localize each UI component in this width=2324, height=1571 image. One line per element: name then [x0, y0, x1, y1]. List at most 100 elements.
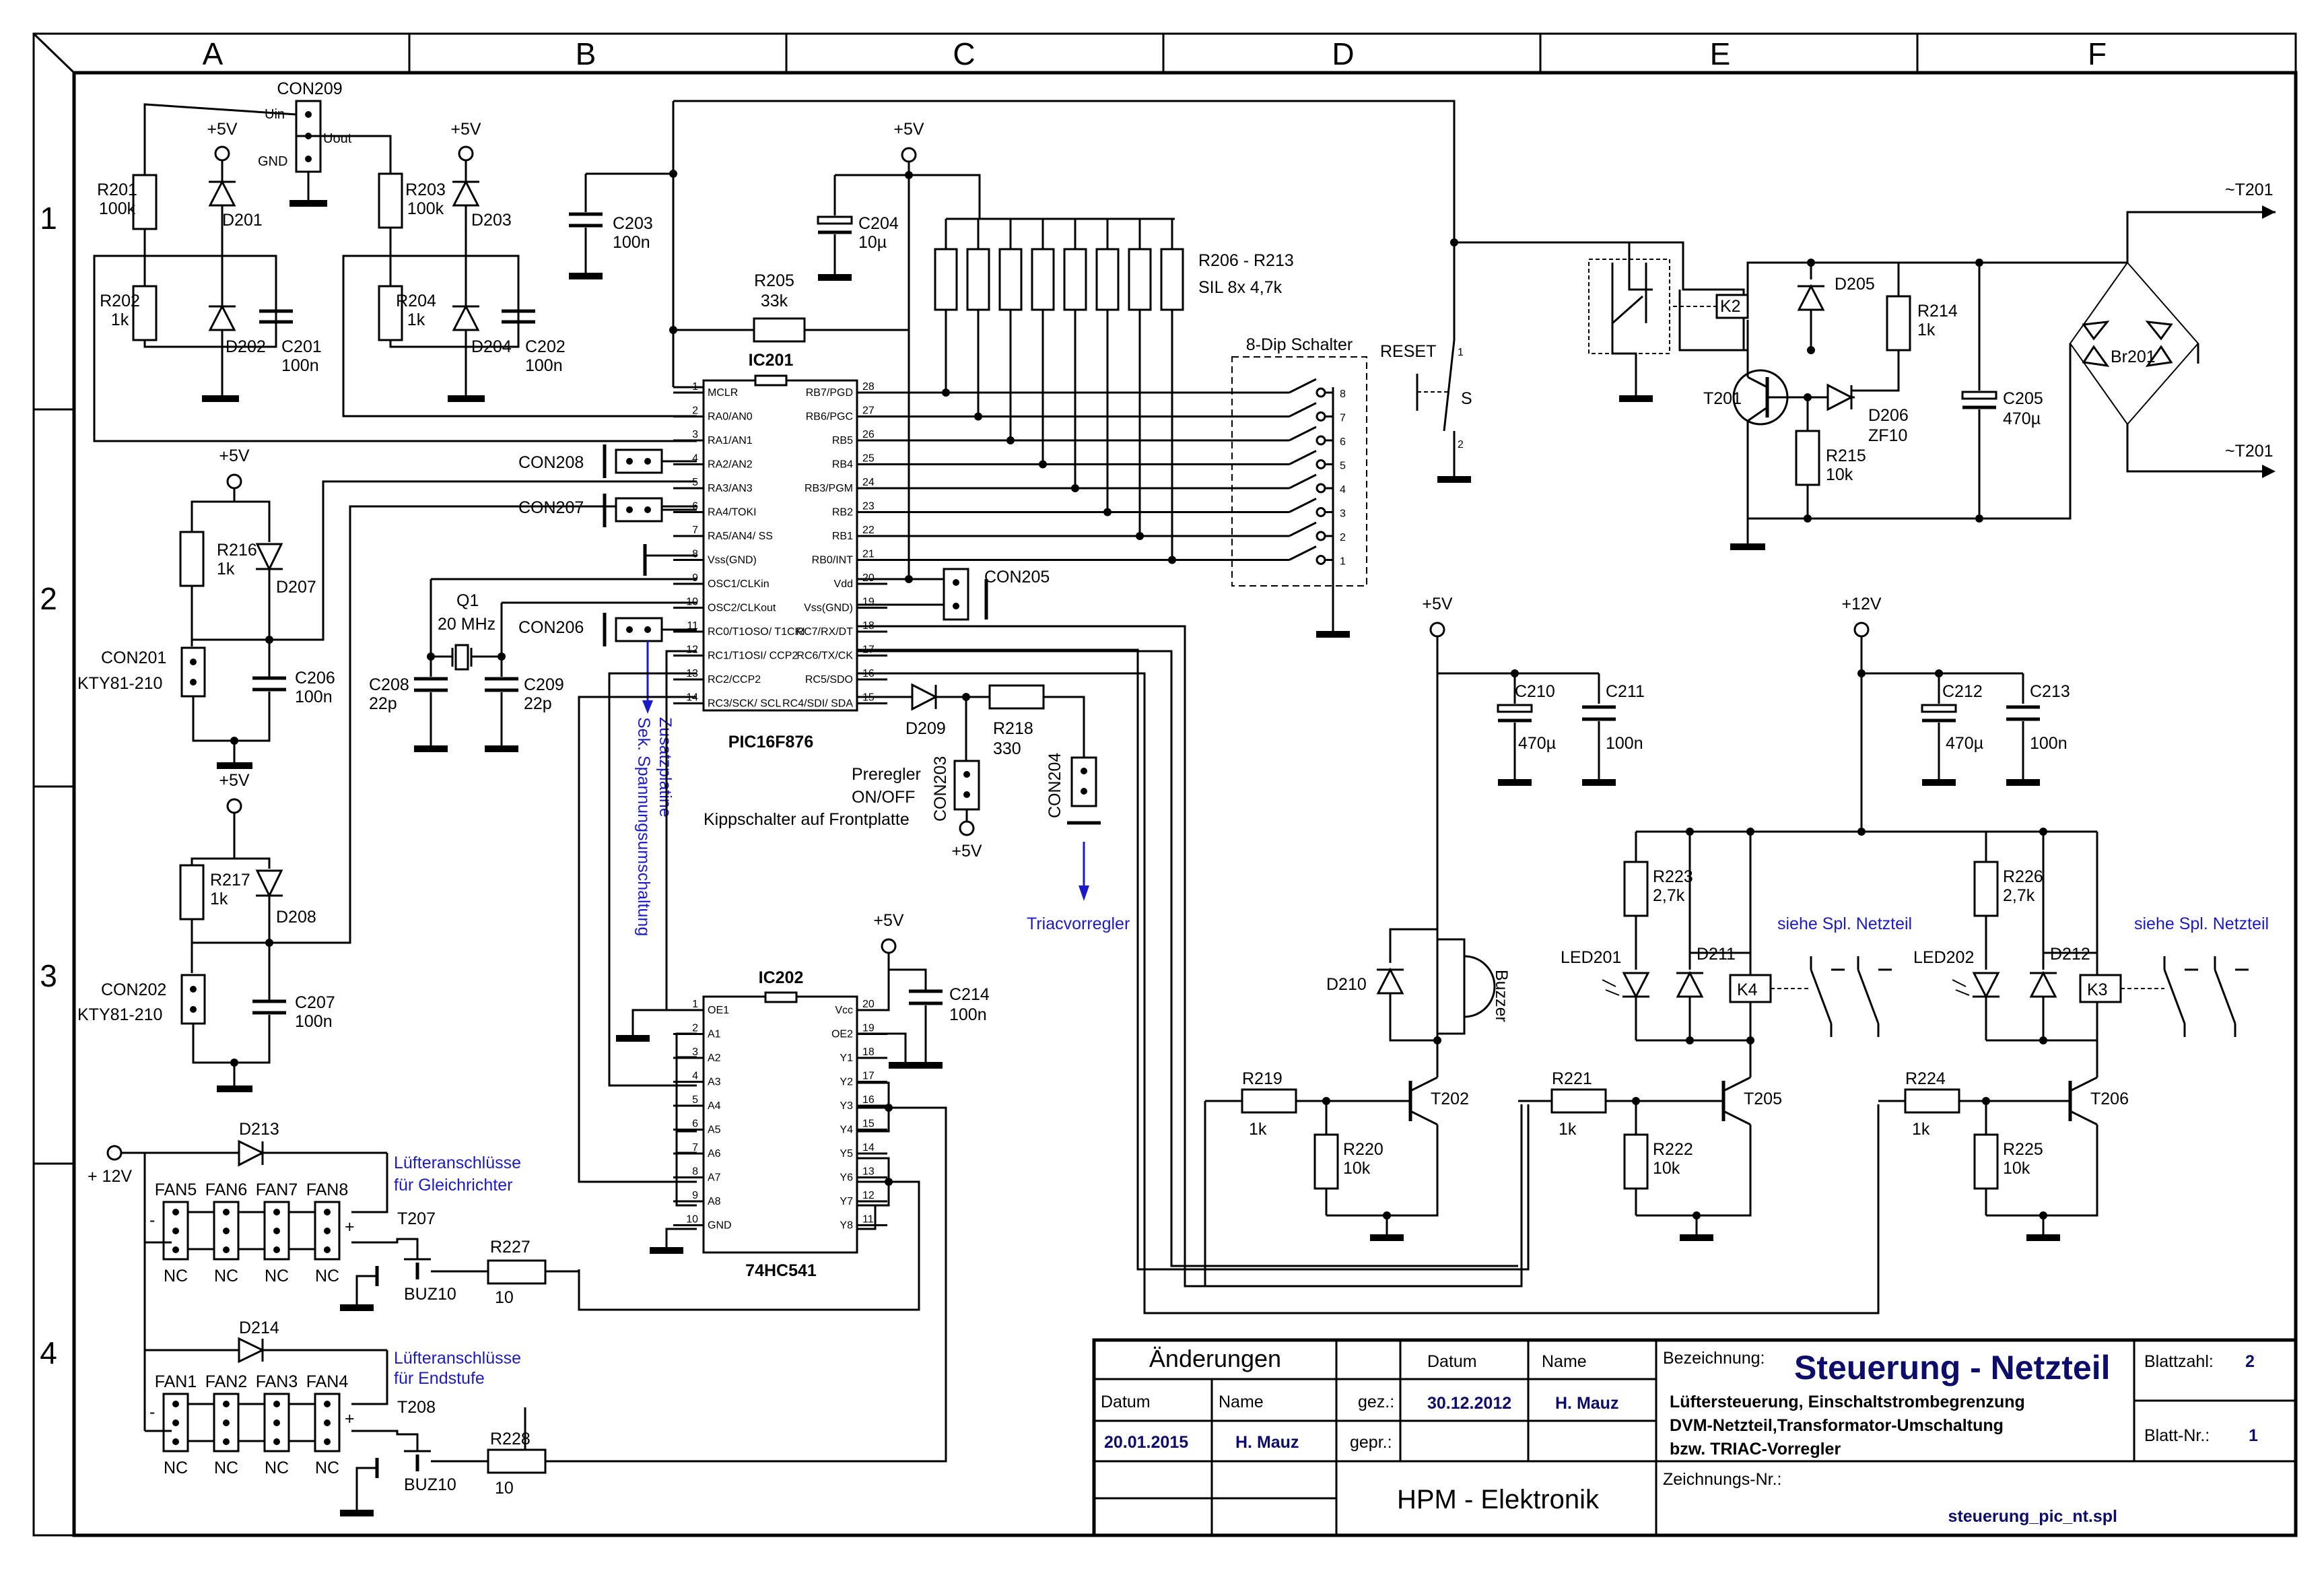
- sil-label: R206 - R213: [1198, 251, 1294, 270]
- p5v-buzzer: +5V: [1422, 595, 1453, 613]
- k3-label: K3: [2087, 980, 2108, 999]
- fan-connector-label: FAN3: [256, 1372, 298, 1391]
- ic201-pin-label: RC7/RX/DT: [796, 626, 854, 638]
- c203-value: 100n: [613, 233, 650, 252]
- d205-label: D205: [1835, 275, 1875, 294]
- con202-label: CON202: [101, 980, 166, 999]
- tb-zeichnungs-header: Zeichnungs-Nr.:: [1663, 1470, 1781, 1489]
- ic201-pin-num: 28: [862, 381, 875, 393]
- c202-value: 100n: [525, 356, 563, 375]
- r224-label: R224: [1905, 1069, 1946, 1088]
- sil-resistor: [1128, 248, 1152, 311]
- tb-name-header-2: Name: [1542, 1352, 1587, 1371]
- fan-end-label-2: für Endstufe: [394, 1369, 485, 1388]
- tb-desc-2: DVM-Netzteil,Transformator-Umschaltung: [1670, 1416, 2004, 1435]
- r219-label: R219: [1242, 1069, 1283, 1088]
- reset-label: RESET: [1380, 342, 1436, 361]
- r222-value: 10k: [1653, 1159, 1680, 1178]
- ic202-pin-label: Y2: [840, 1077, 853, 1088]
- c206-value: 100n: [295, 688, 333, 706]
- r201-value: 100k: [99, 199, 136, 218]
- fan-connector-label: FAN7: [256, 1180, 298, 1199]
- t207-label: T207: [397, 1209, 436, 1228]
- sil-resistor: [1063, 248, 1087, 311]
- t201-label: T201: [1703, 389, 1742, 408]
- con209-gnd: GND: [258, 154, 287, 169]
- ic201-pin-num: 26: [862, 429, 875, 440]
- c209-label: C209: [524, 675, 564, 694]
- ic201-pin-label: RB2: [832, 507, 853, 519]
- sil-resistor: [1031, 248, 1055, 311]
- tb-change-name: H. Mauz: [1235, 1433, 1299, 1452]
- p5v-c204: +5V: [893, 120, 924, 139]
- r204-label: R204: [396, 292, 436, 310]
- ic202-pin-num: 7: [692, 1142, 698, 1154]
- ic202-pin-num: 3: [692, 1046, 698, 1058]
- ic201-pin-label: RC6/TX/CK: [796, 650, 853, 662]
- ic202-pin-label: Y6: [840, 1172, 853, 1184]
- d212-label: D212: [2050, 945, 2090, 964]
- p12v-relays: +12V: [1841, 595, 1881, 613]
- ic201-pin-num: 24: [862, 477, 875, 488]
- r220-value: 10k: [1343, 1159, 1371, 1178]
- r203-label: R203: [405, 180, 446, 199]
- con209-section: CON209 Uin Uout GND: [143, 79, 392, 207]
- sil-resistor-network: R206 - R213 SIL 8x 4,7k: [887, 174, 1294, 564]
- ic202-pin-num: 10: [686, 1214, 698, 1226]
- r215-label: R215: [1826, 446, 1866, 465]
- ic201-pin-label: RB5: [832, 435, 853, 446]
- r227-value: 10: [495, 1288, 514, 1307]
- ic202-pin-num: 9: [692, 1190, 698, 1201]
- p12v-fan: + 12V: [88, 1167, 132, 1186]
- p5v-d201: +5V: [207, 120, 238, 139]
- p5v-con203: +5V: [951, 842, 982, 861]
- ic202-pin-label: OE1: [708, 1005, 729, 1016]
- plus-label: +: [345, 1409, 355, 1428]
- fan-section-gleichrichter: + 12V D213 Lüfteranschlüsse für Gleichri…: [88, 1120, 579, 1350]
- c212-label: C212: [1942, 682, 1983, 701]
- r217-label: R217: [210, 871, 250, 890]
- d207-label: D207: [276, 578, 316, 597]
- ic201-name: IC201: [749, 351, 794, 370]
- p5v-kty2: +5V: [219, 771, 250, 790]
- c211-label: C211: [1606, 682, 1645, 701]
- t206-label: T206: [2090, 1090, 2129, 1108]
- r215-value: 10k: [1826, 465, 1853, 484]
- p5v-kty1: +5V: [219, 446, 250, 465]
- r203-value: 100k: [407, 199, 444, 218]
- ic201-pin-label: RA0/AN0: [708, 411, 753, 423]
- zusatz-label-2: Sek. Spannungsumschaltung: [634, 717, 653, 936]
- ic201-pin-label: RB4: [832, 459, 853, 471]
- con208-label: CON208: [518, 453, 584, 472]
- d204-label: D204: [471, 337, 512, 356]
- tb-bezeichnung: Steuerung - Netzteil: [1794, 1349, 2110, 1386]
- zone-row-1: 1: [40, 201, 57, 236]
- kty-label-2: KTY81-210: [77, 1005, 162, 1024]
- buz10-label-1: BUZ10: [404, 1285, 456, 1304]
- c213-label: C213: [2030, 682, 2070, 701]
- nc-label: NC: [265, 1459, 289, 1477]
- p5v-d203: +5V: [450, 120, 481, 139]
- ic202-pin-num: 1: [692, 999, 698, 1010]
- ic202-part: 74HC541: [745, 1261, 817, 1280]
- c207-label: C207: [295, 993, 335, 1012]
- d202-label: D202: [226, 337, 266, 356]
- c206-label: C206: [295, 669, 335, 688]
- ic202-pin-label: Y8: [840, 1220, 853, 1232]
- ic202-pin-num: 6: [692, 1118, 698, 1130]
- d206-value: ZF10: [1868, 426, 1907, 445]
- ic202-pin-num: 12: [862, 1190, 875, 1201]
- kty-sensor-2: +5V R217 1k D208 CON202 KTY81-210 C207 1…: [77, 505, 697, 1092]
- con209-uin: Uin: [265, 107, 285, 122]
- fan-connector-label: FAN5: [155, 1180, 197, 1199]
- con207-jumper: CON207: [518, 494, 697, 527]
- ic202-pin-num: 14: [862, 1142, 875, 1154]
- ic201-pin-label: RA2/AN2: [708, 459, 753, 471]
- tb-blattzahl-header: Blattzahl:: [2144, 1352, 2214, 1371]
- r216-label: R216: [217, 541, 257, 560]
- fan-gleich-label: Lüfteranschlüsse: [394, 1154, 521, 1172]
- r228-value: 10: [495, 1479, 514, 1498]
- svg-text:1: 1: [1458, 347, 1464, 358]
- ic201-pin-label: OSC1/CLKin: [708, 578, 770, 590]
